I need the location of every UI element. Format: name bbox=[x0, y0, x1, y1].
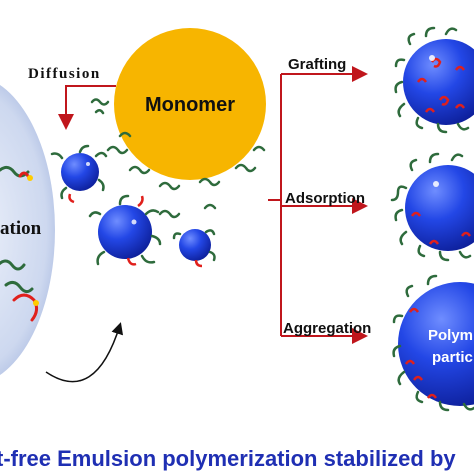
branch-arrows bbox=[268, 66, 368, 344]
monomer-label: Monomer bbox=[145, 94, 235, 116]
small-particle-2 bbox=[88, 194, 162, 266]
figure-caption: t-free Emulsion polymerization stabilize… bbox=[0, 446, 456, 471]
nucleation-region bbox=[0, 85, 55, 375]
grafting-label: Grafting bbox=[288, 56, 346, 73]
nucleation-label: ation bbox=[0, 218, 42, 239]
small-particle-1 bbox=[50, 144, 108, 204]
micelle-chains bbox=[0, 165, 39, 322]
polymer-particle-label-line2: partic bbox=[432, 349, 473, 366]
monomer-droplet bbox=[114, 28, 266, 180]
aggregation-label: Aggregation bbox=[283, 320, 371, 337]
grafted-particle bbox=[394, 26, 474, 134]
aggregated-particle: Polym partic bbox=[392, 274, 474, 412]
polymer-particle-label-line1: Polym bbox=[428, 327, 473, 344]
adsorbed-particle bbox=[390, 152, 474, 262]
adsorption-label: Adsorption bbox=[285, 190, 365, 207]
small-particle-3 bbox=[172, 229, 216, 268]
cycle-arrow bbox=[45, 322, 124, 383]
diffusion-arrow bbox=[58, 85, 116, 130]
floating-chains bbox=[90, 98, 266, 219]
diffusion-label: Diffusion bbox=[28, 66, 101, 82]
